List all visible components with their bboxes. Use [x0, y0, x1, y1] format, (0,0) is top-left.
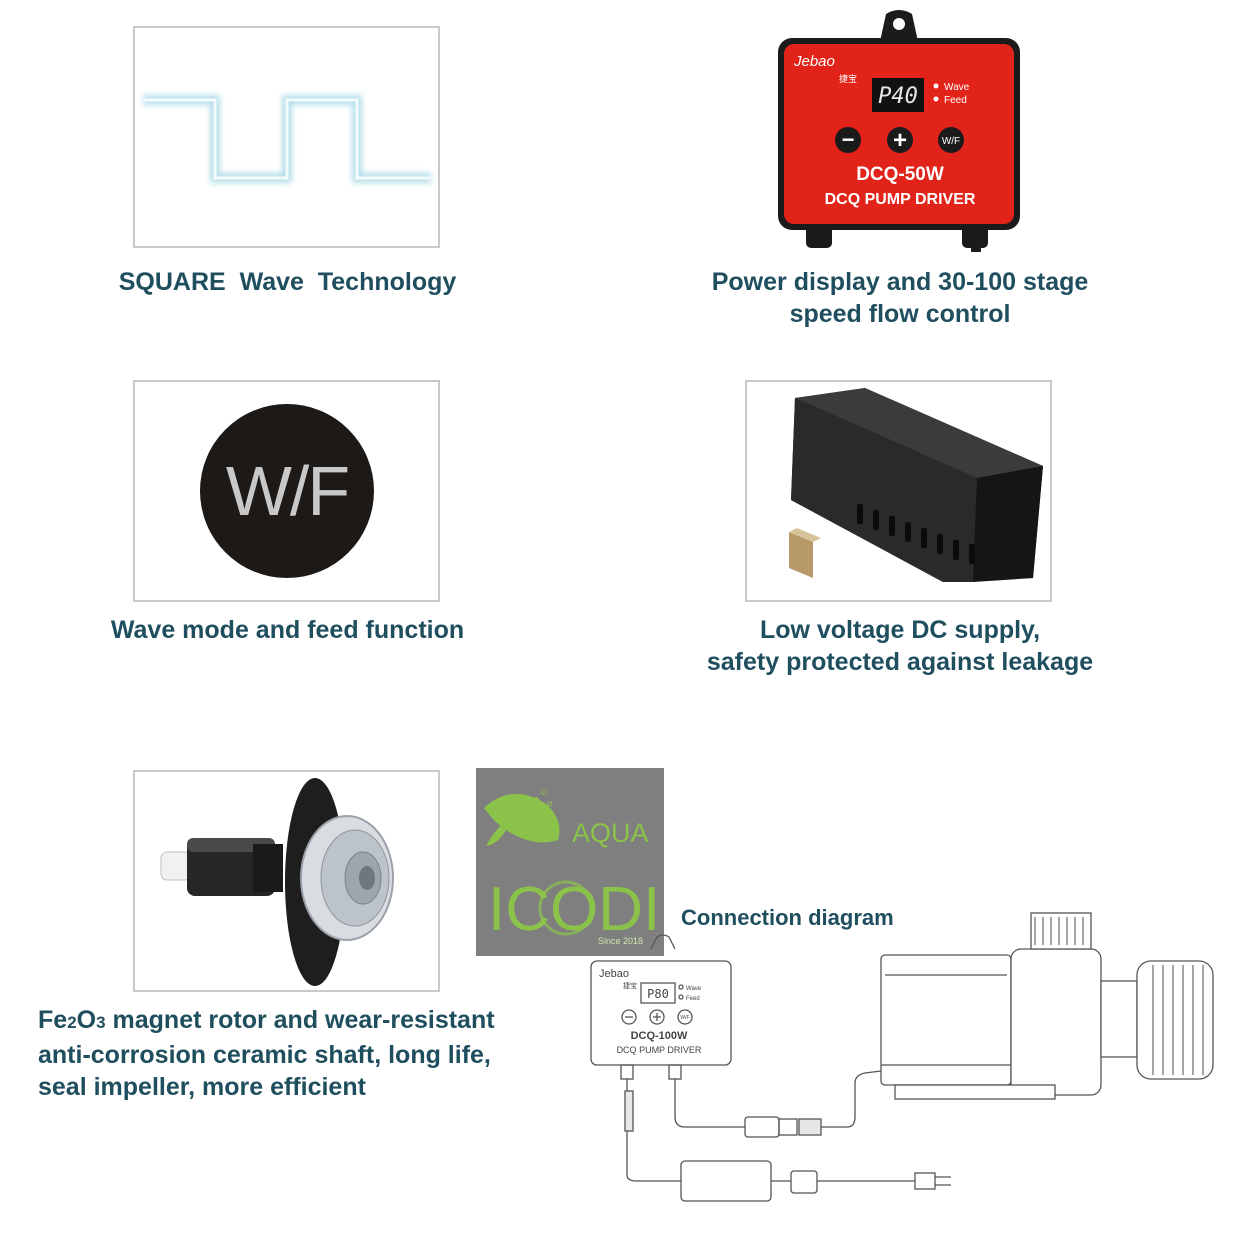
power-display-caption: Power display and 30-100 stage speed flo…	[711, 268, 1089, 328]
svg-text:DCQ-100W: DCQ-100W	[631, 1030, 688, 1042]
rotor-caption: Fe2O3 magnet rotor and wear-resistant an…	[38, 1006, 495, 1101]
power-adapter-graphic	[789, 388, 1043, 582]
dc-supply-caption: Low voltage DC supply, safety protected …	[706, 616, 1094, 676]
svg-text:AQUA: AQUA	[572, 818, 649, 848]
square-wave-panel	[133, 26, 440, 248]
svg-text:捷宝: 捷宝	[623, 981, 637, 990]
watermark-logo: AQUA ICODI Since 2018	[476, 768, 664, 956]
svg-text:DCQ PUMP DRIVER: DCQ PUMP DRIVER	[617, 1045, 702, 1055]
svg-text:P80: P80	[647, 987, 669, 1001]
magnet-rotor-graphic	[160, 778, 394, 986]
connection-diagram: Jebao 捷宝 P80 Wave Feed W/F DCQ-100W DCQ …	[585, 905, 1225, 1205]
svg-text:W/F: W/F	[942, 136, 960, 147]
wave-feed-panel: W/F	[133, 380, 440, 602]
svg-text:W/F: W/F	[680, 1015, 689, 1021]
svg-text:P40: P40	[878, 84, 918, 109]
svg-text:Wave: Wave	[944, 82, 970, 93]
svg-text:Feed: Feed	[686, 996, 700, 1002]
dc-supply-panel	[745, 380, 1052, 602]
wf-badge: W/F	[200, 404, 374, 578]
square-wave-caption: SQUARE Wave Technology	[118, 268, 457, 296]
svg-text:+: +	[893, 127, 907, 154]
wave-feed-caption: Wave mode and feed function	[110, 616, 465, 644]
svg-text:Jebao: Jebao	[599, 968, 629, 980]
svg-text:Since 2018: Since 2018	[598, 936, 643, 946]
svg-text:捷宝: 捷宝	[839, 73, 857, 84]
svg-text:Wave: Wave	[686, 986, 702, 992]
svg-text:Feed: Feed	[944, 95, 967, 106]
svg-text:DCQ PUMP DRIVER: DCQ PUMP DRIVER	[825, 191, 976, 208]
svg-text:Jebao: Jebao	[793, 53, 835, 70]
rotor-panel	[133, 770, 440, 992]
connection-diagram-title: Connection diagram	[681, 905, 894, 930]
square-wave-graphic	[143, 95, 431, 183]
svg-text:−: −	[842, 127, 855, 152]
pump-driver-image: Jebao 捷宝 P40 Wave Feed − + W/F DCQ-50W D…	[776, 6, 1022, 254]
svg-text:DCQ-50W: DCQ-50W	[856, 164, 944, 185]
